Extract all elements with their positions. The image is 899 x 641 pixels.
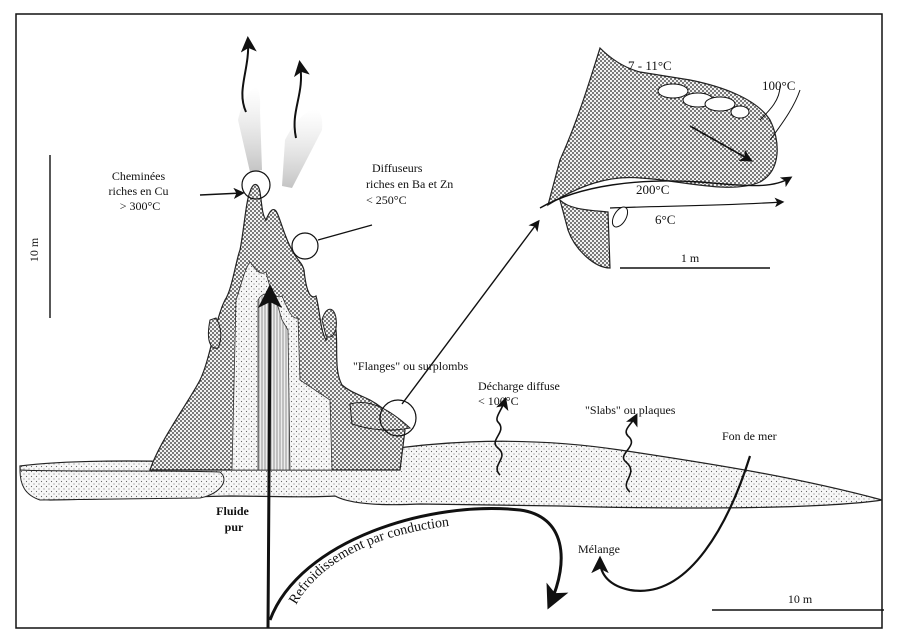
diffuser-circle [292,233,318,259]
cheminees-leader [200,193,242,195]
scale-vertical-label: 10 m [27,237,41,262]
inset-temp-mid: 200°C [636,182,669,197]
flange-lobe-right [322,309,336,337]
decharge-label: Décharge diffuse < 100°C [478,379,563,408]
inset-detail [540,48,800,268]
scale-bottom-label: 10 m [788,592,813,606]
slabs-label: "Slabs" ou plaques [585,403,676,417]
inset-sample-4 [731,106,749,118]
inset-temp-top: 7 - 11°C [628,58,672,73]
inset-sample-3 [705,97,735,111]
diffuseurs-leader [318,225,372,240]
inset-sample-1 [658,84,688,98]
refroidissement-label: Refroidissement par conduction [287,515,450,607]
inset-lower-wall [560,200,610,268]
inset-temp-low: 6°C [655,212,675,227]
fluide-label: Fluide pur [216,504,252,534]
inset-temp-right: 100°C [762,78,795,93]
smoke-plume-left [238,88,262,172]
slab-left [20,470,224,500]
diffuseurs-label: Diffuseurs riches en Ba et Zn < 250°C [366,161,456,207]
fond-de-mer-label: Fon de mer [722,429,777,443]
flanges-label: "Flanges" ou surplombs [353,359,468,373]
melange-label: Mélange [578,542,620,556]
scale-inset-label: 1 m [681,251,700,265]
smoke-plume-right [282,110,322,188]
inset-flow-arrow-2 [610,202,782,208]
cheminees-label: Cheminées riches en Cu > 300°C [109,169,172,213]
inset-pointer-arrow [402,222,538,404]
